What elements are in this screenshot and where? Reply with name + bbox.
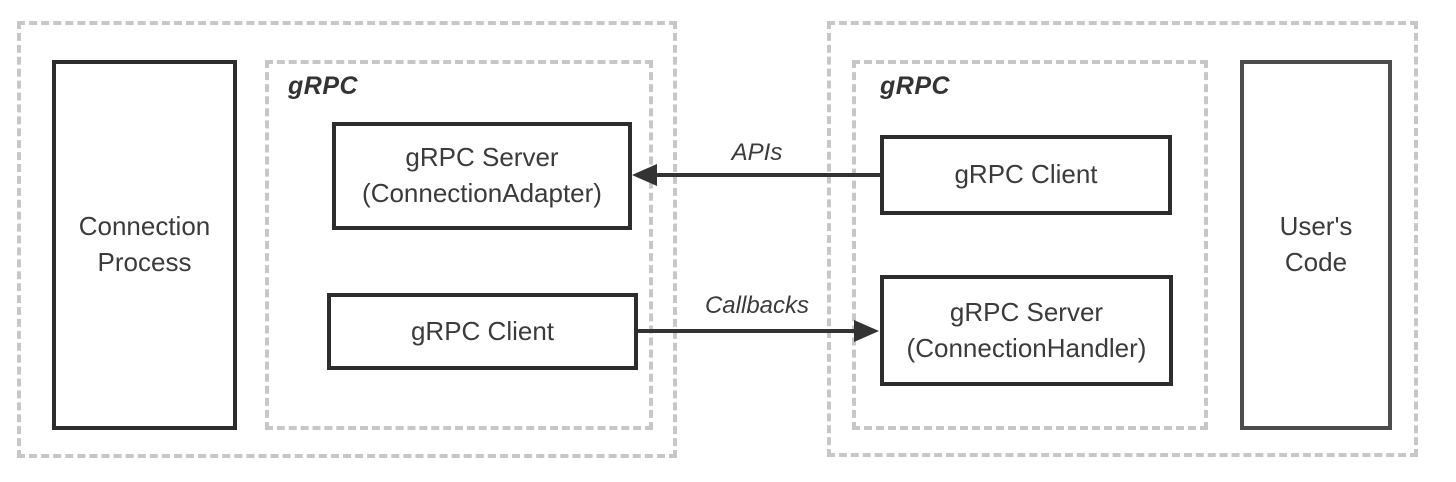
connection-process-dashed-container xyxy=(17,21,677,458)
users-code-label: User's Code xyxy=(1279,211,1353,277)
grpc-client-left-label: gRPC Client xyxy=(410,315,555,346)
users-code-box: User's Code xyxy=(1240,60,1392,430)
grpc-left-dashed-box xyxy=(265,60,653,430)
grpc-server-handler-box: gRPC Server (ConnectionHandler) xyxy=(880,275,1173,386)
grpc-client-right-box: gRPC Client xyxy=(880,135,1172,215)
apis-arrow-line xyxy=(654,173,880,177)
connection-process-label: Connection Process xyxy=(78,211,211,277)
grpc-client-left-box: gRPC Client xyxy=(327,293,638,370)
apis-arrow-label: APIs xyxy=(731,139,783,166)
callbacks-arrow-line xyxy=(638,329,858,333)
user-process-dashed-container xyxy=(827,21,1418,457)
grpc-server-handler-label: gRPC Server (ConnectionHandler) xyxy=(906,296,1147,363)
callbacks-arrow-label: Callbacks xyxy=(704,292,810,319)
grpc-server-adapter-label: gRPC Server (ConnectionAdapter) xyxy=(362,142,602,208)
grpc-server-adapter-box: gRPC Server (ConnectionAdapter) xyxy=(332,122,632,230)
grpc-client-right-label: gRPC Client xyxy=(954,159,1098,190)
connection-process-box: Connection Process xyxy=(52,60,237,430)
callbacks-arrowhead-right-icon xyxy=(854,320,879,342)
grpc-right-label: gRPC xyxy=(880,72,951,100)
apis-arrowhead-left-icon xyxy=(632,164,657,186)
grpc-left-label: gRPC xyxy=(288,72,359,100)
grpc-right-dashed-box xyxy=(852,60,1208,430)
